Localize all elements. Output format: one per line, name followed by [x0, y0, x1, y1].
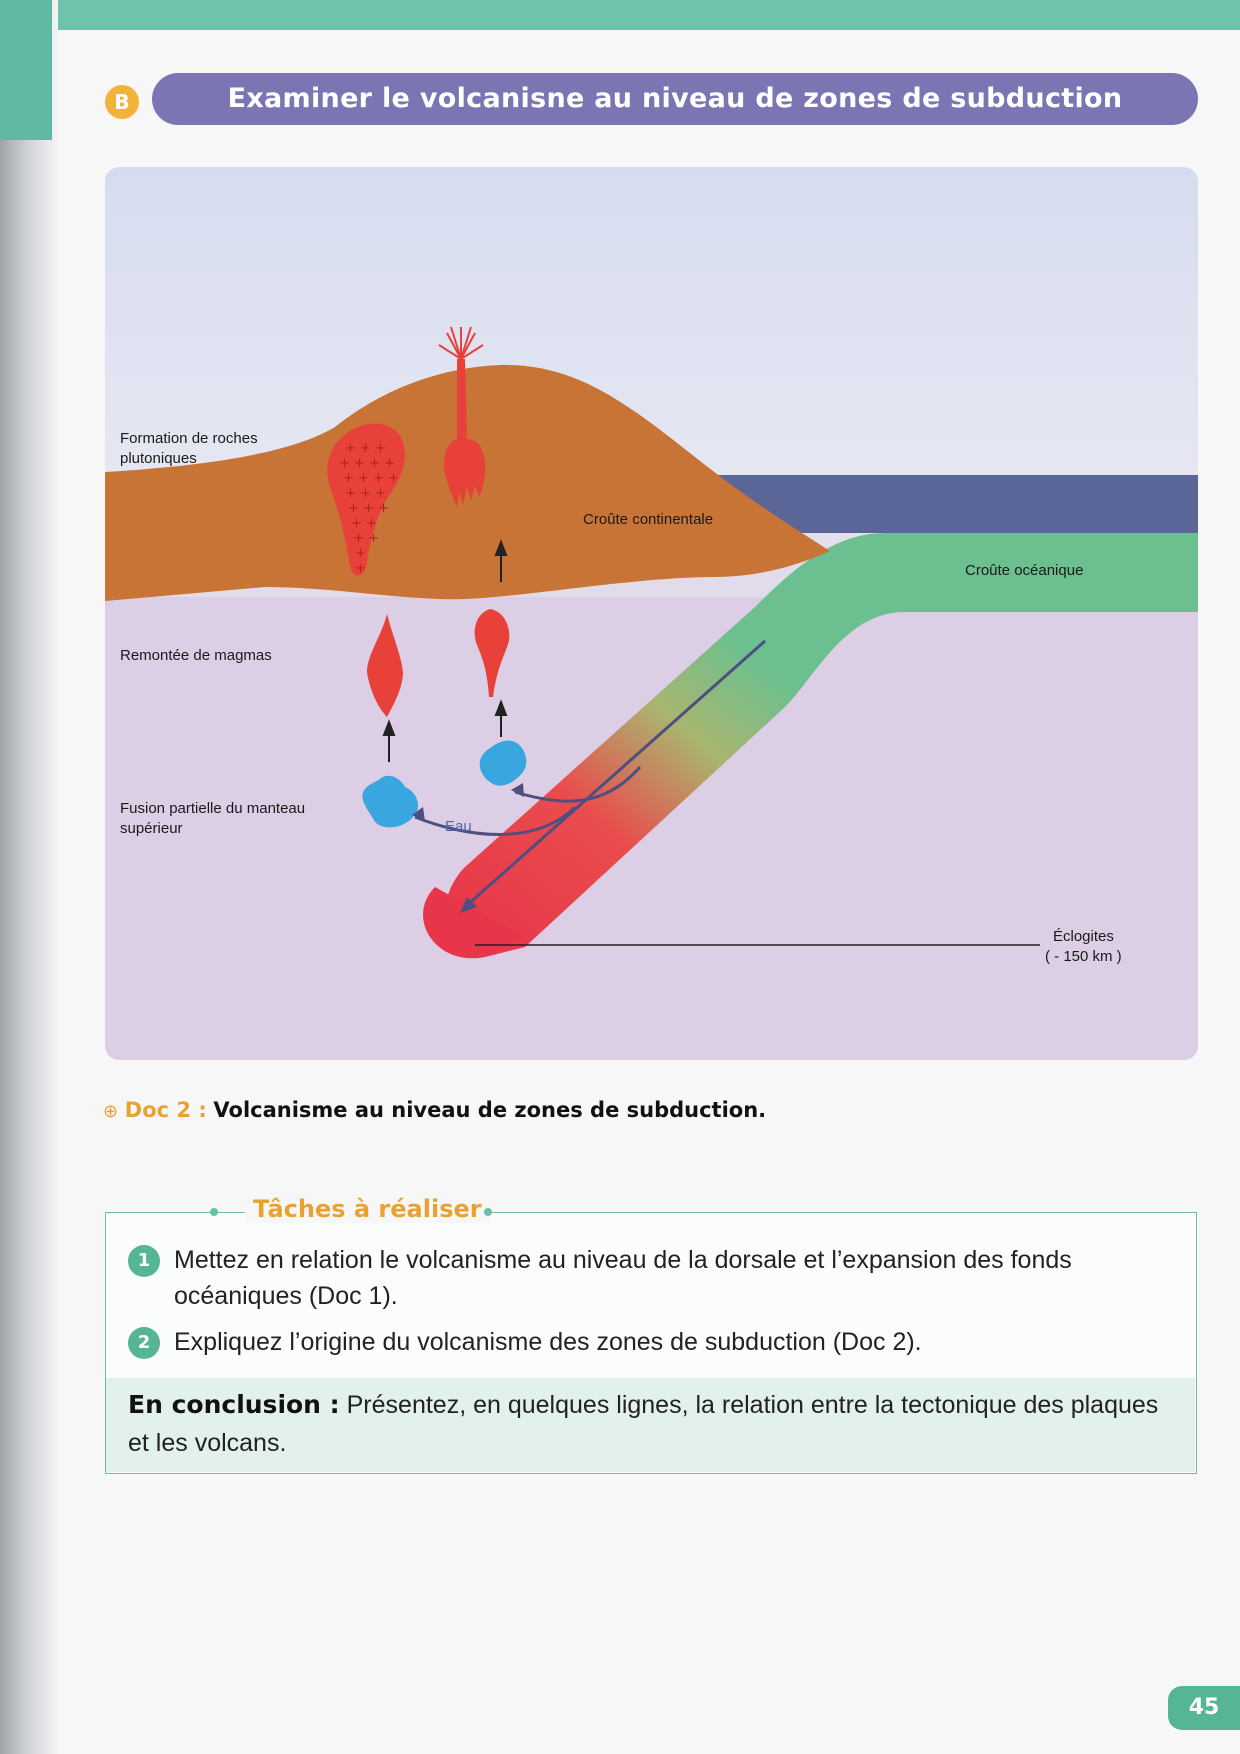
svg-text:+ +: + + [353, 531, 379, 546]
magma-blob-left [367, 614, 403, 717]
caption-doc-ref: Doc 2 : [124, 1098, 207, 1122]
magma-blob-right [474, 609, 510, 697]
oceanic-crust [444, 533, 1198, 957]
section-badge: B [105, 85, 139, 119]
water-arrows [414, 639, 766, 909]
task-item-1: 1 Mettez en relation le volcanisme au niv… [128, 1242, 1174, 1314]
heading-dot-right [484, 1208, 492, 1216]
top-color-band [0, 0, 1240, 30]
task-text-2: Expliquez l’origine du volcanisme des zo… [174, 1328, 922, 1356]
svg-text:+ + +: + + + [348, 501, 389, 516]
svg-text:+: + [355, 546, 366, 561]
svg-text:+ +: + + [351, 516, 377, 531]
label-plutonic: Formation de roches plutoniques [120, 430, 258, 467]
spine-color-tab [0, 0, 52, 140]
volcano-conduit [444, 359, 486, 507]
task-number-1: 1 [128, 1245, 160, 1278]
book-spine-shadow [0, 0, 58, 1754]
label-oceanic-crust: Croûte océanique [965, 562, 1084, 579]
water-arrowheads [412, 783, 524, 913]
fusion-blob-right [479, 740, 527, 786]
svg-text:+ + + +: + + + + [339, 456, 395, 471]
conclusion-panel [106, 1378, 1195, 1472]
svg-text:+ + +: + + + [345, 441, 386, 456]
label-water: Eau [445, 818, 472, 835]
conclusion-text: Présentez, en quelques lignes, la relati… [128, 1391, 1159, 1457]
task-item-2: 2 Expliquez l’origine du volcanisme des z… [128, 1324, 1174, 1360]
section-title: Examiner le volcanisne au niveau de zone… [152, 73, 1198, 125]
task-number-2: 2 [128, 1327, 160, 1360]
heading-dot-left [210, 1208, 218, 1216]
figure-caption: ⊕ Doc 2 : Volcanisme au niveau de zones … [103, 1098, 766, 1122]
fusion-blob-left [362, 775, 419, 828]
label-fusion: Fusion partielle du manteau supérieur [120, 800, 306, 837]
label-magma-rise: Remontée de magmas [120, 647, 272, 664]
eruption-spray [438, 326, 484, 360]
conclusion-label: En conclusion : [128, 1390, 340, 1419]
tasks-heading: Tâches à réaliser [245, 1195, 490, 1223]
label-eclogites: Éclogites [1053, 928, 1114, 945]
slab-tip [423, 887, 525, 959]
caption-title: Volcanisme au niveau de zones de subduct… [213, 1098, 767, 1122]
svg-text:+ + + +: + + + + [343, 471, 399, 486]
pluton [327, 423, 405, 576]
svg-text:+: + [355, 561, 366, 576]
conclusion: En conclusion : Présentez, en quelques l… [128, 1386, 1178, 1462]
label-depth: ( - 150 km ) [1045, 948, 1122, 965]
svg-text:+ + +: + + + [345, 486, 386, 501]
subduction-diagram: + + ++ + + ++ + + + + + ++ + ++ + + +++ [105, 167, 1198, 1060]
page-number: 45 [1168, 1686, 1240, 1730]
pluton-crosses: + + ++ + + ++ + + + + + ++ + ++ + + +++ [339, 441, 399, 576]
rise-arrows [382, 539, 508, 762]
label-continental-crust: Croûte continentale [583, 511, 714, 528]
task-text-1: Mettez en relation le volcanisme au nive… [174, 1246, 1072, 1310]
doc-icon: ⊕ [103, 1101, 119, 1122]
